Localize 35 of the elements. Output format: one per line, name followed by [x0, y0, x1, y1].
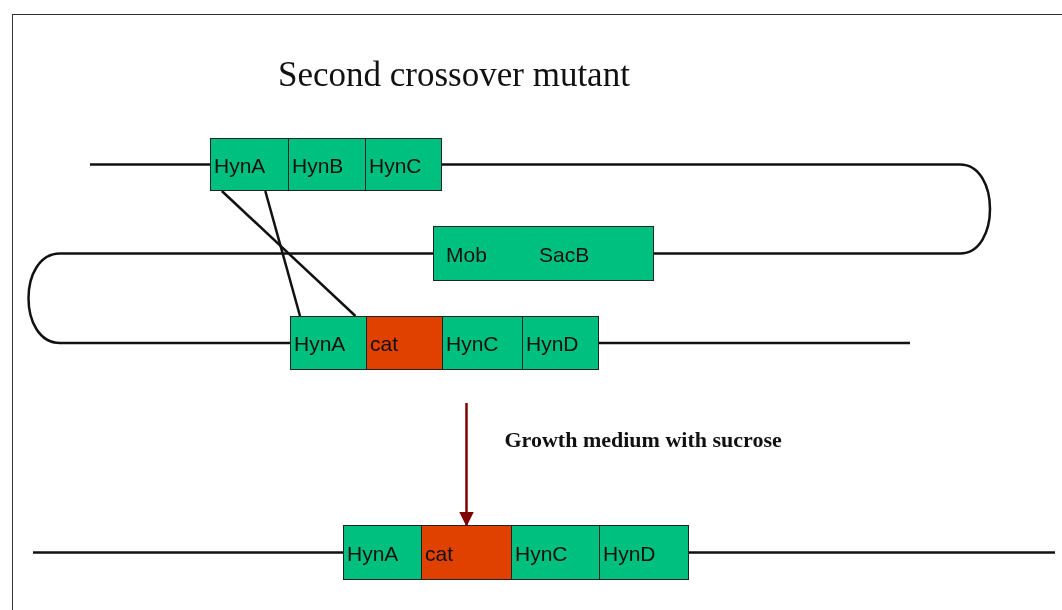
gene-label: HynA [294, 332, 346, 354]
gene-label: SacB [539, 243, 590, 264]
gene-label: cat [425, 542, 453, 563]
gene-label: Mob [446, 243, 487, 264]
gene-box [433, 226, 654, 281]
gene-box [210, 138, 289, 191]
gene-box [511, 525, 600, 580]
dna-strand [33, 551, 343, 554]
dna-strand [599, 341, 910, 345]
gene-label: HynC [369, 154, 422, 175]
crossover-line [221, 190, 357, 317]
gene-label: HynC [446, 332, 499, 354]
gene-box [288, 138, 366, 191]
gene-label: HynA [214, 154, 266, 175]
gene-label: HynD [526, 332, 579, 354]
gene-label: HynB [292, 154, 344, 175]
gene-box [599, 525, 689, 580]
gene-box [421, 525, 512, 580]
gene-box [290, 316, 367, 370]
crossover-line [264, 190, 302, 317]
gene-box [366, 316, 443, 370]
gene-label: cat [370, 332, 398, 354]
arrow [459, 403, 474, 527]
gene-box [522, 316, 599, 370]
title: Second crossover mutant [278, 55, 630, 95]
dna-strand [689, 551, 1055, 554]
dna-strand [90, 163, 210, 166]
gene-box [442, 316, 523, 370]
gene-box [365, 138, 442, 191]
dna-strand [27, 252, 433, 345]
gene-label: HynA [347, 542, 399, 563]
gene-label: HynD [603, 542, 656, 563]
dna-strand [442, 163, 992, 255]
gene-label: HynC [515, 542, 568, 563]
gene-box [343, 525, 422, 580]
